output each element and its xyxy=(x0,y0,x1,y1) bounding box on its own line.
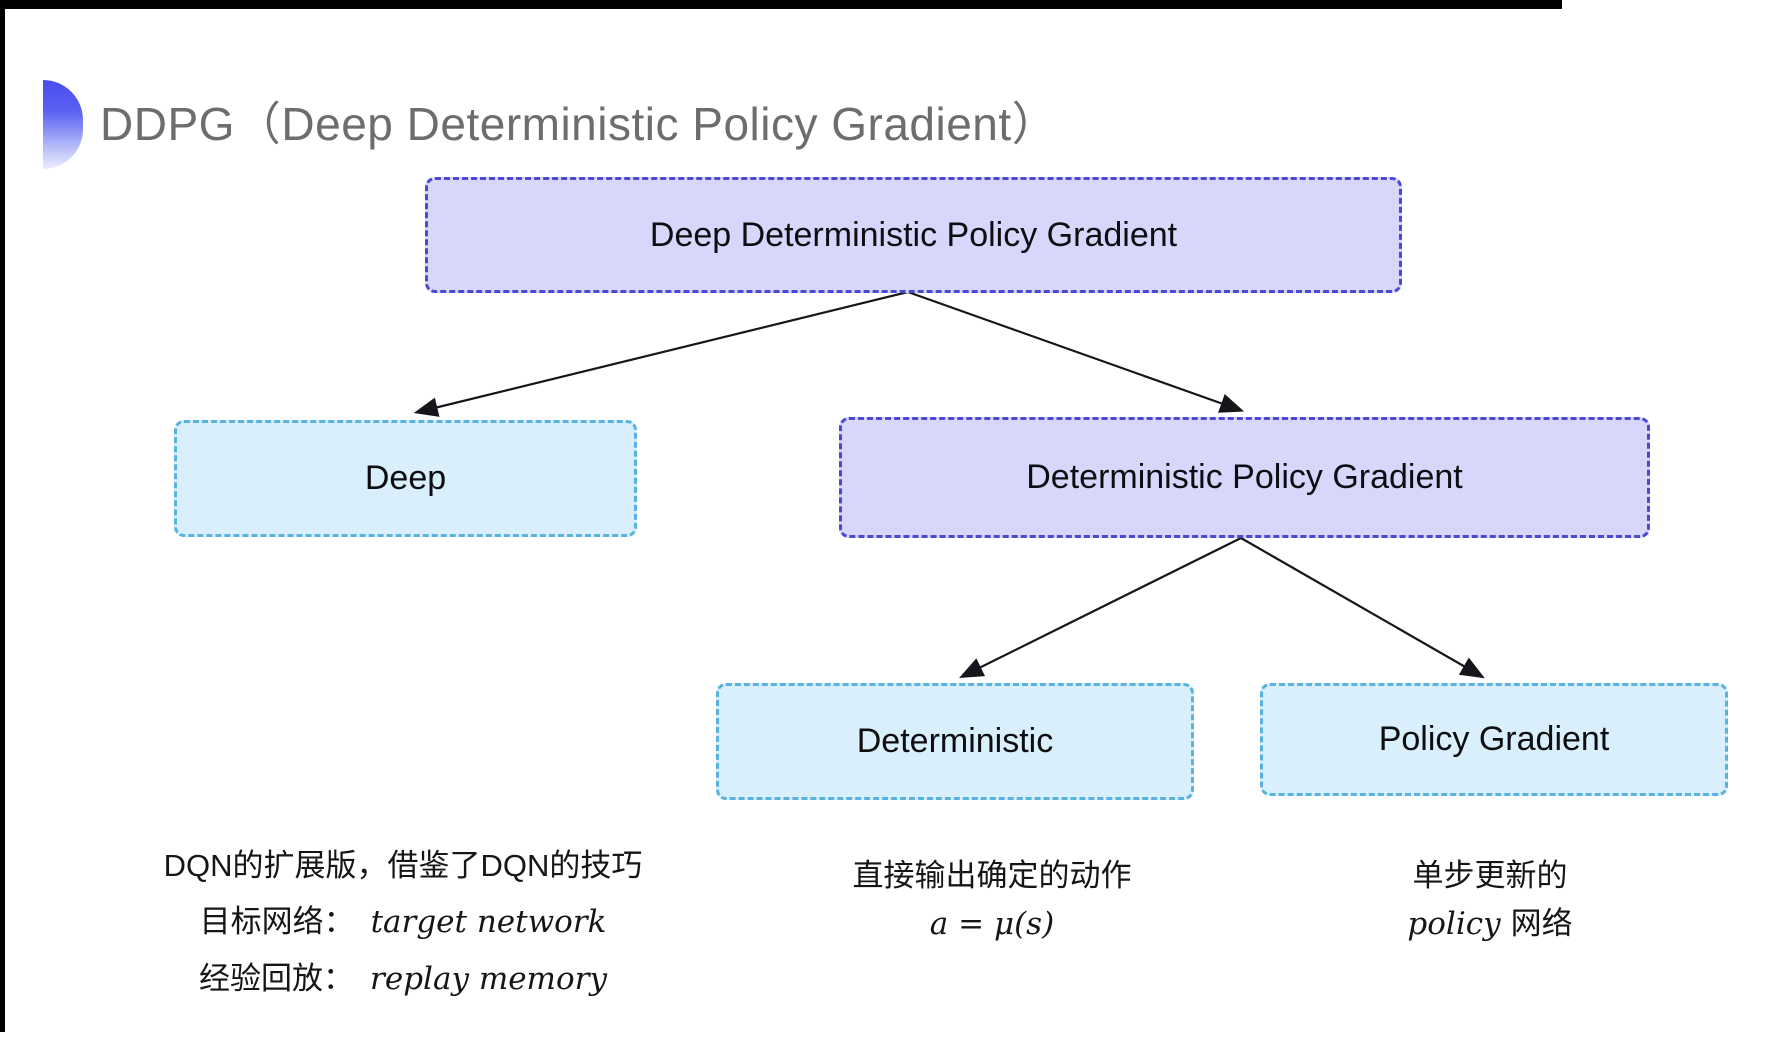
arrow-dpg-to-policy-gradient xyxy=(1240,537,1485,679)
title-bullet-icon xyxy=(43,80,83,169)
node-label: Deterministic xyxy=(856,722,1054,760)
note-line: 目标网络：target network xyxy=(199,903,607,940)
node-deterministic-policy-gradient: Deterministic Policy Gradient xyxy=(839,417,1650,538)
term-policy: policy xyxy=(1407,906,1501,943)
node-label: Policy Gradient xyxy=(1378,720,1610,758)
term-replay-memory: replay memory xyxy=(370,960,607,997)
node-deep: Deep xyxy=(174,420,637,537)
frame-top-border xyxy=(0,0,1562,9)
arrow-root-to-dpg xyxy=(907,290,1245,413)
arrow-dpg-to-deterministic xyxy=(959,537,1242,678)
arrow-root-to-deep xyxy=(413,290,909,417)
formula-a-mu-s: a = μ(s) xyxy=(929,906,1055,943)
note-dqn-extension: DQN的扩展版，借鉴了DQN的技巧 目标网络：target network 经验… xyxy=(118,838,688,1007)
node-deep-deterministic-policy-gradient: Deep Deterministic Policy Gradient xyxy=(425,177,1402,293)
note-line: 单步更新的 xyxy=(1412,858,1568,893)
node-deterministic: Deterministic xyxy=(716,683,1194,800)
slide-title: DDPG（Deep Deterministic Policy Gradient） xyxy=(100,98,1059,150)
node-label: Deep Deterministic Policy Gradient xyxy=(649,215,1178,254)
frame-left-border xyxy=(0,0,5,1032)
node-policy-gradient: Policy Gradient xyxy=(1260,683,1728,796)
term-target-network: target network xyxy=(370,903,607,940)
node-label: Deep xyxy=(364,459,447,497)
note-deterministic-action: 直接输出确定的动作 a = μ(s) xyxy=(792,852,1192,948)
note-line: 直接输出确定的动作 xyxy=(852,858,1132,893)
node-label: Deterministic Policy Gradient xyxy=(1026,458,1463,496)
note-formula: a = μ(s) xyxy=(792,900,1192,948)
note-line: 经验回放：replay memory xyxy=(199,960,607,997)
note-line: DQN的扩展版，借鉴了DQN的技巧 xyxy=(163,848,643,883)
